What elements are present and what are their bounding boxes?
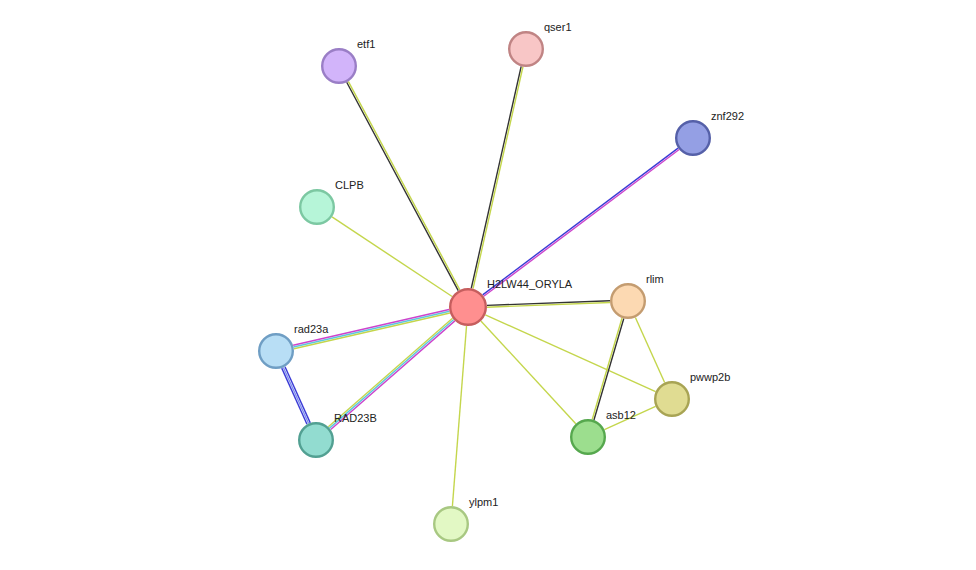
interaction-edge [328,318,455,429]
protein-node: H2LW44_ORYLA [449,288,487,326]
evidence-line [604,406,655,429]
evidence-line [348,81,460,289]
node-disc [434,507,468,541]
evidence-line [635,317,664,382]
evidence-line [293,309,449,345]
evidence-line [594,319,624,420]
evidence-line [483,148,678,295]
evidence-line [331,321,455,430]
node-circle [570,419,606,455]
interaction-edge [481,321,576,424]
node-circle [675,120,711,156]
evidence-line [473,67,523,289]
node-label: qser1 [544,20,572,34]
evidence-line [283,367,308,423]
node-label: asb12 [606,408,636,422]
evidence-line [285,367,310,423]
interaction-edge [471,66,523,288]
node-circle [299,189,335,225]
node-disc [450,289,486,325]
interaction-edge [487,301,610,307]
protein-node: rlim [610,283,646,319]
interaction-edge [483,148,679,296]
node-label: znf292 [711,109,744,123]
interaction-edge [282,367,311,425]
evidence-line [481,321,576,424]
node-label: CLPB [335,178,364,192]
node-circle [610,283,646,319]
interaction-edge [485,315,655,392]
evidence-line [332,217,452,297]
node-circle [654,381,690,417]
protein-node: etf1 [321,48,357,84]
protein-node: asb12 [570,419,606,455]
protein-node: znf292 [675,120,711,156]
evidence-line [452,326,466,506]
evidence-line [328,318,452,427]
node-disc [509,32,543,66]
evidence-line [330,320,454,429]
protein-node: RAD23B [298,422,334,458]
evidence-line [484,150,679,297]
node-label: pwwp2b [690,370,730,384]
evidence-line [487,303,610,308]
node-label: rlim [646,272,664,286]
interaction-edge [332,217,452,297]
node-circle [449,288,487,326]
node-disc [259,334,293,368]
node-disc [676,121,710,155]
node-circle [433,506,469,542]
interaction-edge [635,317,664,382]
protein-node: CLPB [299,189,335,225]
protein-node: pwwp2b [654,381,690,417]
node-circle [508,31,544,67]
interaction-edge [592,318,624,420]
node-circle [321,48,357,84]
node-label: H2LW44_ORYLA [487,277,572,291]
node-disc [571,420,605,454]
evidence-line [592,318,622,419]
node-label: RAD23B [334,411,377,425]
protein-node: qser1 [508,31,544,67]
node-disc [655,382,689,416]
node-label: etf1 [357,37,375,51]
node-disc [322,49,356,83]
node-disc [300,190,334,224]
interaction-edge [604,406,655,429]
evidence-line [282,368,307,424]
node-circle [298,422,334,458]
evidence-line [485,315,655,392]
node-disc [299,423,333,457]
node-disc [611,284,645,318]
node-label: ylpm1 [469,495,498,509]
node-label: rad23a [294,322,328,336]
node-circle [258,333,294,369]
protein-node: ylpm1 [433,506,469,542]
protein-node: rad23a [258,333,294,369]
interaction-edge [452,326,466,506]
evidence-line [471,66,521,288]
